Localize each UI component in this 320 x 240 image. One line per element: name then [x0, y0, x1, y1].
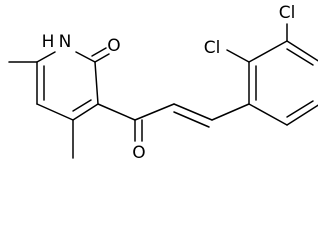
atom-label-o-ring: O [107, 36, 120, 56]
bond-ketone-carbon-alkene [134, 103, 175, 121]
bond-c3-c4-double [72, 99, 92, 112]
canvas-background [0, 0, 318, 177]
bond-aryl-c3-c4-double [286, 48, 314, 66]
bond-alkene [173, 103, 213, 121]
bond-c3-ketone-carbon [97, 103, 136, 121]
bond-alkene-double [173, 111, 210, 128]
bond-c2-o-ring [94, 53, 110, 63]
bond-aryl-cl-1 [226, 49, 250, 63]
bond-aryl-c6-c1 [248, 103, 288, 126]
bond-c2-o-ring-double [91, 47, 107, 57]
atom-label-cl-2: Cl [279, 3, 296, 23]
bond-aryl-c5-c6 [286, 104, 318, 126]
chemical-structure-diagram: H N O O Cl Cl [0, 0, 318, 177]
bond-aryl-c5-c6-double [286, 100, 314, 118]
atom-label-n: N [59, 32, 72, 52]
atom-label-o-ketone: O [132, 143, 145, 163]
bond-c2-c3 [94, 61, 99, 105]
bond-c3-c4 [72, 103, 99, 121]
atom-label-cl-1: Cl [204, 38, 221, 58]
bond-n-c2 [75, 51, 96, 63]
bond-alkene-aryl [211, 103, 250, 121]
atom-label-h: H [42, 32, 55, 52]
bond-c4-c5 [36, 103, 74, 121]
bond-aryl-c3-c4 [286, 40, 318, 62]
bond-aryl-c2-c3 [248, 40, 288, 63]
bond-n-c6 [36, 51, 56, 63]
